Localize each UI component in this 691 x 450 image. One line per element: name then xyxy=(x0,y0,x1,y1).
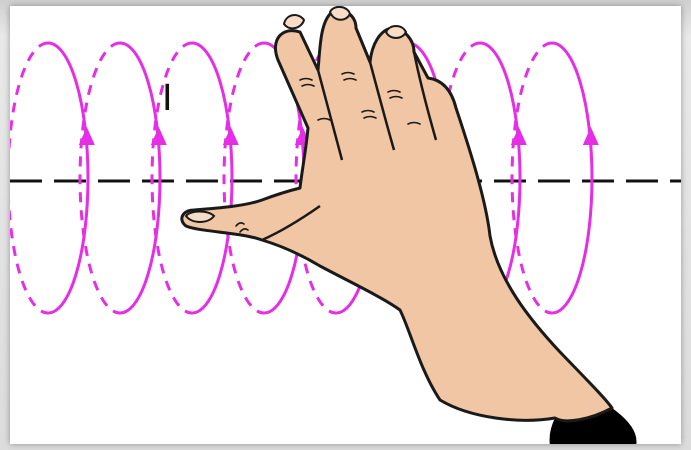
right-hand xyxy=(182,7,637,444)
field-loop-front-half xyxy=(48,43,88,313)
right-hand-rule-diagram: I xyxy=(10,6,681,444)
fingernail-thumb xyxy=(186,212,214,223)
field-direction-arrow-icon xyxy=(583,127,599,145)
field-loop-back-half xyxy=(80,43,120,313)
field-loop-back-half xyxy=(512,43,552,313)
field-loop-front-half xyxy=(192,43,232,313)
hand-palm xyxy=(182,11,612,421)
field-loop-back-half xyxy=(10,43,48,313)
field-loop-front-half xyxy=(120,43,160,313)
field-loop-back-half xyxy=(224,43,264,313)
current-label: I xyxy=(162,77,173,119)
field-loop-front-half xyxy=(552,43,592,313)
fingernail-index xyxy=(284,15,304,28)
fingernail-ring xyxy=(386,26,406,38)
fingernail-middle xyxy=(330,7,350,20)
diagram-panel: I xyxy=(10,6,681,444)
